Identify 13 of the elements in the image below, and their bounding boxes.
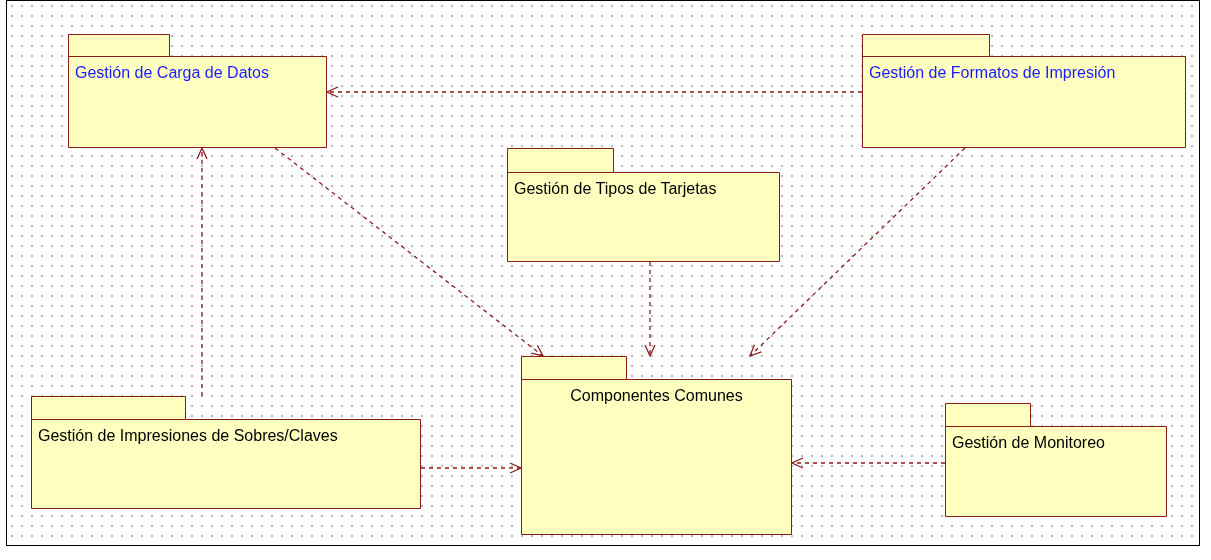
dependency-arrow <box>326 86 863 98</box>
package-name: Gestión de Impresiones de Sobres/Claves <box>38 426 338 446</box>
dependency-arrow <box>791 457 946 469</box>
dependency-arrow <box>420 462 522 474</box>
dependency-arrow <box>274 147 544 357</box>
package-name: Componentes Comunes <box>570 386 743 406</box>
package-name: Gestión de Monitoreo <box>952 433 1105 453</box>
package-name: Gestión de Tipos de Tarjetas <box>514 179 717 199</box>
package-name: Gestión de Carga de Datos <box>75 63 269 83</box>
dependency-arrow <box>196 147 208 397</box>
dependency-arrow <box>749 147 966 357</box>
package-name: Gestión de Formatos de Impresión <box>869 63 1116 83</box>
dependency-arrow <box>644 261 656 357</box>
